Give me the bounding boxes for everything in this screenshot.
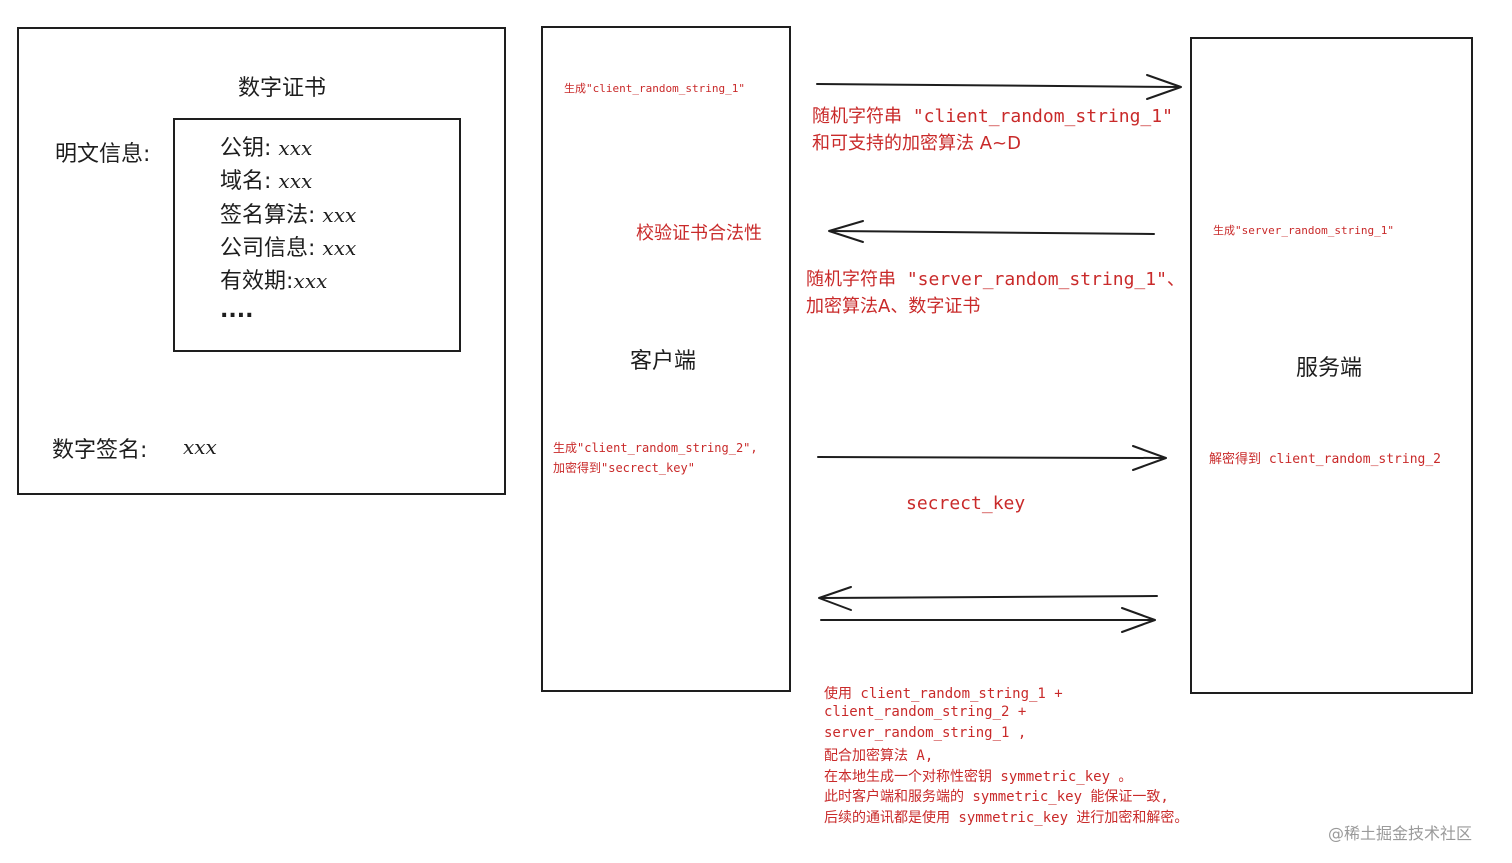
- arrow-server-to-client: [828, 220, 1155, 243]
- field-label: 域名:: [220, 169, 272, 194]
- server-box: [1190, 37, 1473, 694]
- client-note-2-line-2: 加密得到"secrect_key": [553, 461, 695, 475]
- field-company-info: 公司信息: xxx: [220, 230, 356, 262]
- field-label: 公钥:: [220, 136, 272, 161]
- server-note-2: 解密得到 client_random_string_2: [1209, 452, 1442, 467]
- field-label: 有效期:: [220, 269, 294, 294]
- signature-label: 数字签名:: [52, 438, 148, 463]
- arrow-client-to-server-1: [816, 74, 1182, 100]
- summary-line-3: server_random_string_1 ,: [824, 725, 1027, 741]
- field-validity: 有效期:xxx: [220, 263, 327, 295]
- plaintext-box: [173, 118, 461, 352]
- client-note-2-line-1: 生成"client_random_string_2",: [553, 441, 758, 455]
- client-label: 客户端: [630, 349, 697, 374]
- arrow-client-to-server-symmetric: [820, 607, 1156, 633]
- message-3: secrect_key: [906, 493, 1026, 514]
- message-1-text: 随机字符串 "client_random_string_1": [812, 106, 1173, 127]
- summary-line-2: client_random_string_2 +: [824, 704, 1027, 720]
- arrow-server-to-client-symmetric: [818, 586, 1158, 611]
- field-ellipsis: ....: [220, 298, 254, 323]
- summary-line-6: 此时客户端和服务端的 symmetric_key 能保证一致,: [824, 789, 1169, 805]
- server-label: 服务端: [1296, 356, 1363, 381]
- client-box: [541, 26, 791, 692]
- client-verify-note: 校验证书合法性: [636, 223, 762, 244]
- server-note-1: 生成"server_random_string_1": [1213, 224, 1394, 237]
- plaintext-label: 明文信息:: [55, 142, 151, 167]
- message-2-line-2: 加密算法A、数字证书: [806, 296, 981, 317]
- certificate-box: [17, 27, 506, 495]
- summary-line-7: 后续的通讯都是使用 symmetric_key 进行加密和解密。: [824, 810, 1189, 826]
- arrow-client-to-server-2: [817, 445, 1167, 471]
- field-signature-algorithm: 签名算法: xxx: [220, 197, 356, 229]
- field-value: xxx: [278, 169, 313, 193]
- field-label: 公司信息:: [220, 236, 316, 261]
- message-1-line-2: 和可支持的加密算法 A~D: [812, 133, 1021, 154]
- client-note-1: 生成"client_random_string_1": [564, 82, 745, 95]
- field-value: xxx: [293, 269, 328, 293]
- summary-line-4: 配合加密算法 A,: [824, 748, 934, 764]
- summary-line-5: 在本地生成一个对称性密钥 symmetric_key 。: [824, 769, 1133, 785]
- message-2-line-1: 随机字符串 "server_random_string_1"、: [806, 269, 1185, 290]
- signature-value: xxx: [183, 435, 217, 459]
- field-domain: 域名: xxx: [220, 163, 312, 195]
- watermark: @稀土掘金技术社区: [1328, 824, 1473, 843]
- field-value: xxx: [322, 203, 357, 227]
- certificate-title: 数字证书: [238, 76, 327, 101]
- field-label: 签名算法:: [220, 203, 316, 228]
- field-value: xxx: [322, 236, 357, 260]
- summary-line-1: 使用 client_random_string_1 +: [824, 686, 1063, 702]
- message-1-line-1: 随机字符串 "client_random_string_1": [812, 102, 1173, 128]
- field-public-key: 公钥: xxx: [220, 130, 312, 162]
- field-value: xxx: [278, 136, 313, 160]
